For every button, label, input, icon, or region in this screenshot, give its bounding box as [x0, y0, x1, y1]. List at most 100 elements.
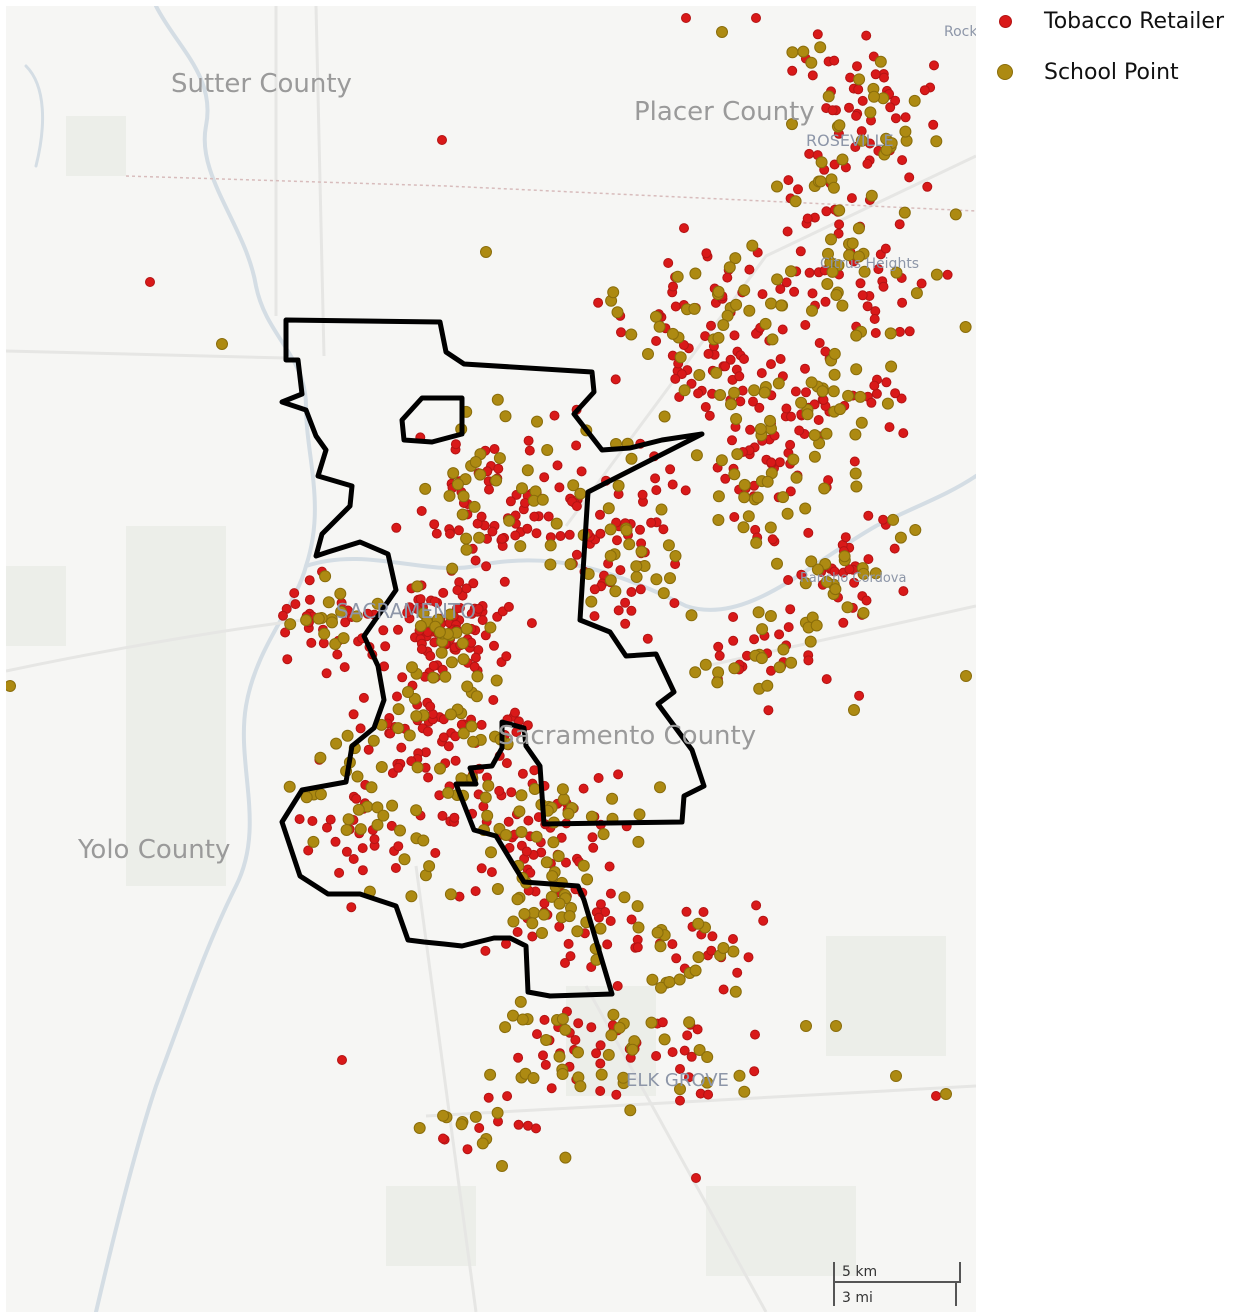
school-point — [451, 478, 464, 491]
school-point — [371, 818, 384, 831]
school-point — [692, 917, 705, 930]
retailer-point — [503, 816, 514, 827]
school-point — [437, 1109, 450, 1122]
school-point — [442, 786, 455, 799]
retailer-point — [849, 456, 860, 467]
retailer-point — [646, 517, 657, 528]
school-point — [319, 570, 332, 583]
school-point — [746, 239, 759, 252]
school-point — [435, 646, 448, 659]
school-point — [597, 828, 610, 841]
retailer-point — [505, 496, 516, 507]
school-point — [444, 608, 457, 621]
retailer-point — [846, 193, 857, 204]
school-point — [602, 1048, 615, 1061]
legend-label: School Point — [1044, 59, 1179, 85]
retailer-point — [766, 457, 777, 468]
school-point — [731, 448, 744, 461]
retailer-point — [720, 361, 731, 372]
retailer-point — [294, 814, 305, 825]
retailer-point — [922, 181, 933, 192]
retailer-point — [869, 314, 880, 324]
label-rocklin: Rocklin — [944, 24, 976, 40]
school-point — [528, 783, 541, 795]
retailer-point — [931, 1091, 941, 1101]
label-rancho: Rancho Cordova — [800, 571, 906, 586]
school-point — [547, 836, 560, 849]
school-point — [909, 524, 922, 536]
retailer-point — [473, 603, 484, 614]
retailer-point — [506, 787, 517, 798]
school-point — [723, 261, 736, 274]
retailer-point — [445, 528, 455, 539]
school-point — [730, 298, 743, 311]
retailer-point — [278, 610, 288, 621]
retailer-point — [526, 618, 537, 629]
school-point — [490, 674, 503, 687]
retailer-point — [781, 403, 792, 414]
retailer-point — [862, 158, 873, 169]
retailer-point — [390, 863, 401, 873]
school-point — [712, 285, 725, 298]
retailer-point — [800, 363, 810, 374]
retailer-point — [812, 29, 823, 40]
retailer-point — [589, 584, 600, 595]
retailer-point — [304, 594, 315, 605]
retailer-point — [679, 1045, 690, 1056]
retailer-point — [669, 598, 680, 609]
school-point — [611, 306, 624, 319]
school-point — [216, 338, 228, 350]
retailer-point — [783, 622, 794, 633]
school-point — [825, 233, 837, 246]
school-point — [564, 558, 577, 571]
school-point — [6, 680, 16, 692]
retailer-point — [804, 148, 815, 159]
retailer-point — [380, 641, 391, 652]
school-point — [552, 850, 565, 863]
school-point — [683, 1016, 696, 1029]
school-point — [853, 73, 866, 86]
label-sacramento-city: SACRAMENTO — [336, 599, 476, 623]
retailer-point — [735, 396, 746, 407]
red-dot-icon — [990, 6, 1020, 36]
school-point — [500, 829, 512, 841]
retailer-point — [397, 672, 408, 683]
school-point — [609, 585, 622, 598]
retailer-point — [510, 530, 521, 541]
school-point — [712, 331, 725, 344]
school-point — [754, 423, 767, 435]
map-svg: Sutter County Placer County Yolo County … — [6, 6, 976, 1312]
retailer-point — [587, 832, 598, 843]
retailer-point — [650, 473, 661, 484]
school-point — [869, 567, 882, 580]
retailer-point — [339, 662, 350, 673]
school-point — [612, 479, 625, 492]
retailer-point — [668, 281, 678, 292]
retailer-point — [871, 388, 882, 399]
school-point — [625, 328, 638, 341]
retailer-point — [602, 939, 613, 950]
retailer-point — [322, 822, 332, 833]
school-point — [910, 287, 923, 300]
retailer-point — [571, 501, 582, 512]
retailer-point — [651, 1051, 662, 1061]
retailer-point — [796, 569, 807, 580]
retailer-point — [525, 867, 536, 878]
school-point — [398, 853, 411, 866]
school-point — [820, 427, 833, 440]
school-point — [419, 482, 432, 495]
school-point — [476, 1137, 489, 1150]
retailer-point — [570, 1035, 581, 1045]
school-point — [394, 824, 406, 837]
school-point — [795, 396, 808, 409]
retailer-point — [651, 336, 662, 346]
retailer-point — [863, 510, 874, 521]
map-canvas[interactable]: Sutter County Placer County Yolo County … — [6, 6, 976, 1312]
school-point — [664, 572, 676, 585]
school-point — [786, 118, 798, 131]
retailer-point — [393, 762, 404, 773]
school-point — [439, 670, 452, 683]
school-point — [717, 319, 730, 331]
school-point — [855, 134, 868, 147]
enclave-boundary-north — [399, 395, 465, 445]
